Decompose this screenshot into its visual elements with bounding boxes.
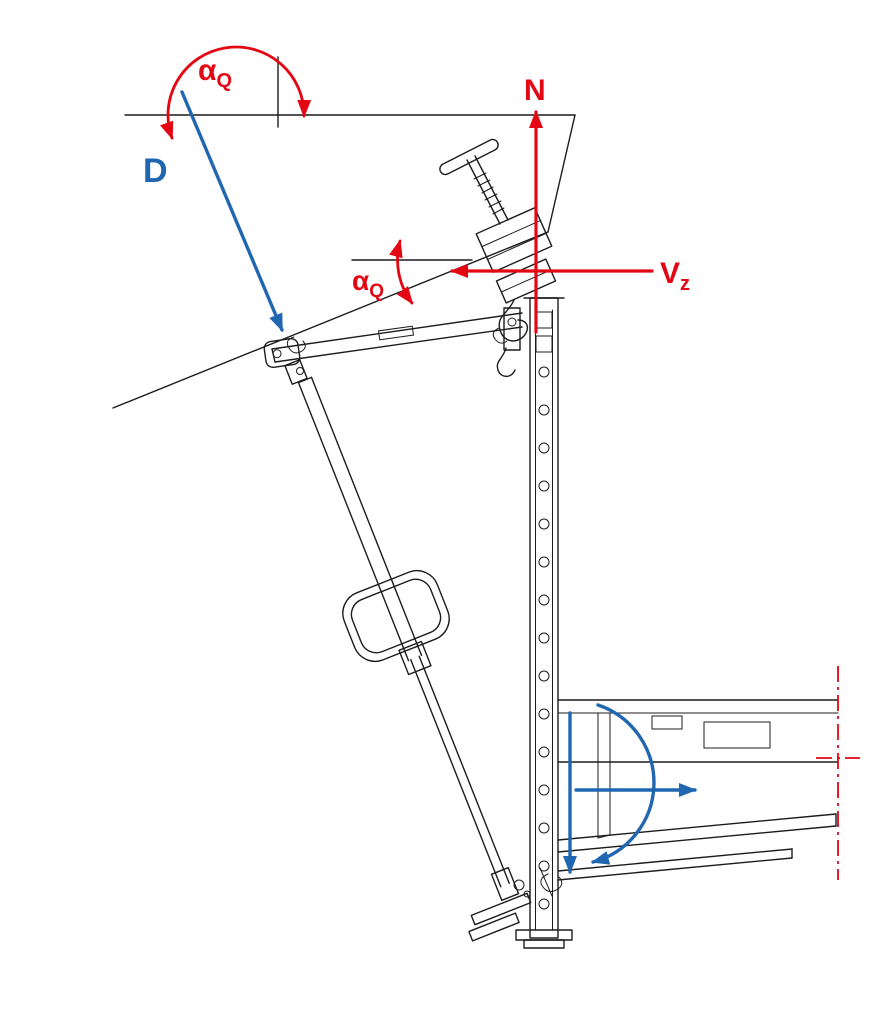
formwork-girder: [557, 813, 837, 853]
angle-arc-mid: [389, 239, 414, 305]
arm-left-clevis: [263, 337, 301, 369]
retaining-clip: [286, 336, 306, 354]
embedded-block: [703, 721, 771, 749]
prop-top-pin: [296, 367, 304, 375]
post-slot: [535, 335, 553, 353]
post-slot: [535, 311, 553, 329]
inner-tube: [418, 655, 510, 884]
prop-bottom-clevis: [490, 866, 520, 902]
force-arrow-d: [180, 90, 284, 332]
angle-label-mid: αQ: [352, 265, 384, 302]
spindle-handle: [439, 138, 499, 176]
slab-edge-line: [547, 114, 576, 233]
arm-pin: [507, 317, 517, 327]
embedded-block: [651, 715, 683, 730]
clamp-head: [439, 138, 557, 342]
horizontal-arm: [263, 307, 523, 378]
post-holes: [538, 366, 550, 910]
clamp-jaw: [495, 258, 557, 304]
prop-handle-loop: [342, 569, 450, 663]
foot-plate: [468, 912, 520, 942]
clamp-body: [475, 207, 553, 273]
force-label-vz: Vz: [660, 257, 690, 295]
sloped-slab: [112, 56, 576, 409]
outer-tube: [310, 376, 423, 657]
formwork-girder: [557, 848, 793, 881]
foot-bolt: [513, 879, 525, 891]
post-profile: [529, 297, 559, 939]
retaining-clip: [492, 327, 508, 344]
arm-slot: [377, 325, 415, 341]
diagonal-prop: [284, 359, 563, 942]
adjusting-collar: [398, 640, 432, 676]
bottom-slab: [557, 699, 839, 881]
labels: αQ D αQ N Vz: [143, 54, 690, 302]
angle-arc-top: [160, 45, 312, 140]
angle-label-top: αQ: [198, 54, 232, 92]
force-label-n: N: [524, 74, 546, 107]
slope-line: [112, 231, 549, 409]
spindle-threads: [473, 172, 505, 215]
annotations: [160, 45, 860, 880]
vertical-post: [515, 297, 573, 949]
force-label-d: D: [143, 152, 168, 190]
arm-hook: [496, 347, 516, 378]
arm-right-plate: [503, 307, 521, 351]
moment-arc: [591, 703, 656, 865]
foot-plate: [470, 892, 532, 926]
